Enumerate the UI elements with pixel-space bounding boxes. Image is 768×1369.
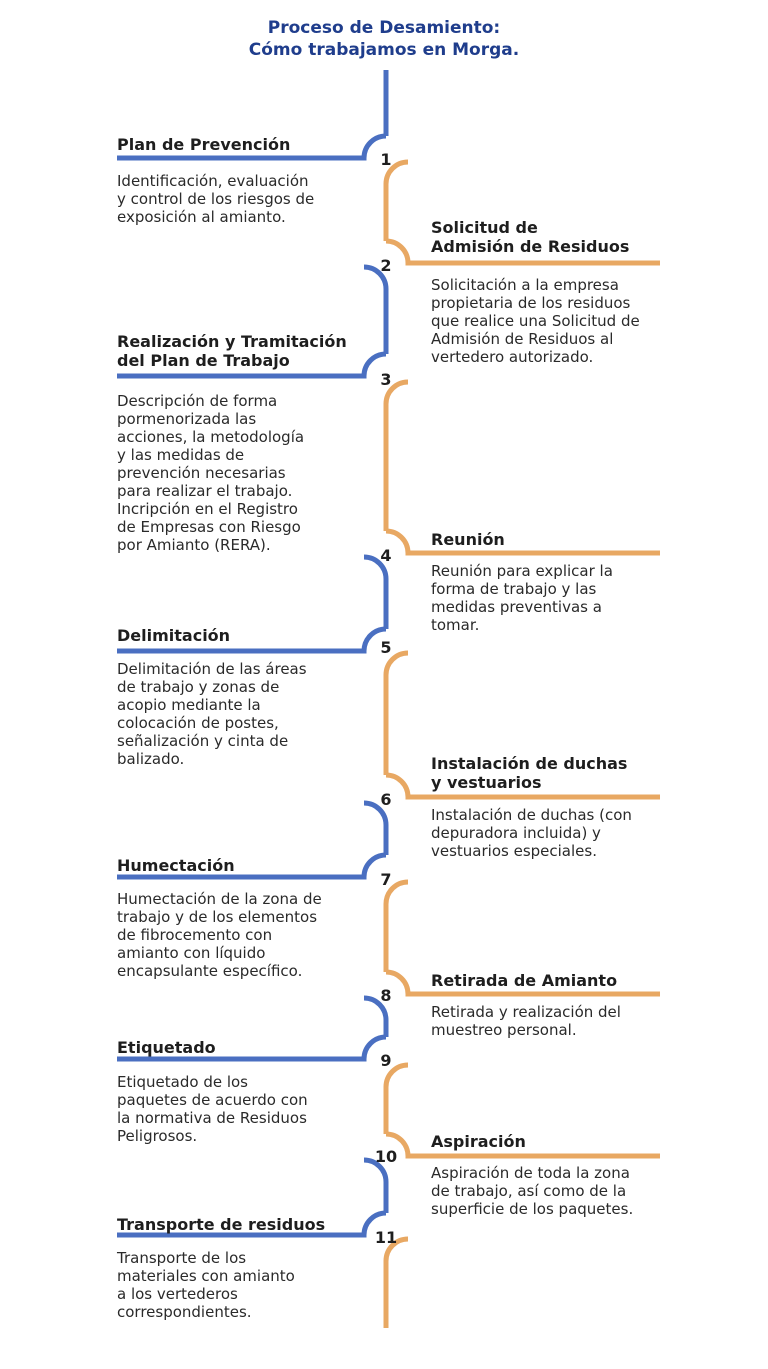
step-11-number: 11 (374, 1228, 398, 1247)
step-11-description: Transporte de los materiales con amianto… (117, 1249, 295, 1321)
step-9-heading: Etiquetado (117, 1038, 216, 1057)
step-4-description: Reunión para explicar la forma de trabaj… (431, 562, 613, 634)
step-2-lower-arc (363, 264, 389, 290)
step-2-description: Solicitación a la empresa propietaria de… (431, 276, 640, 366)
step-7-upper-arc (117, 852, 387, 880)
step-5-number: 5 (380, 638, 392, 657)
step-1-description: Identificación, evaluación y control de … (117, 172, 315, 226)
title-line-1: Proceso de Desamiento: (267, 18, 501, 38)
step-1-heading: Plan de Prevención (117, 135, 291, 154)
step-9-lower-arc (383, 1062, 409, 1088)
step-3-number: 3 (380, 370, 392, 389)
step-6-description: Instalación de duchas (con depuradora in… (431, 806, 632, 860)
step-3-description: Descripción de forma pormenorizada las a… (117, 392, 305, 554)
step-7-lower-arc (383, 879, 409, 905)
step-8-upper-arc (385, 969, 660, 997)
step-4-heading: Reunión (431, 530, 505, 549)
title-line-2: Cómo trabajamos en Morga. (248, 40, 520, 60)
step-1-lower-arc (383, 159, 409, 185)
step-6-number: 6 (380, 790, 392, 809)
step-2-number: 2 (380, 256, 392, 275)
step-10-upper-arc (385, 1131, 660, 1159)
step-4-upper-arc (385, 528, 660, 556)
step-9-number: 9 (380, 1051, 392, 1070)
step-5-heading: Delimitación (117, 626, 231, 645)
step-10-number: 10 (374, 1147, 398, 1166)
step-3-lower-arc (383, 379, 409, 405)
step-8-heading: Retirada de Amianto (431, 971, 618, 990)
step-7-number: 7 (380, 870, 392, 889)
step-10-description: Aspiración de toda la zona de trabajo, a… (431, 1164, 634, 1218)
step-7-heading: Humectación (117, 856, 235, 875)
step-3-upper-arc (117, 351, 387, 379)
step-5-lower-arc (383, 650, 409, 676)
step-9-upper-arc (117, 1034, 387, 1062)
step-5-description: Delimitación de las áreas de trabajo y z… (117, 660, 307, 768)
step-2-heading: Solicitud de Admisión de Residuos (431, 218, 630, 256)
step-9-description: Etiquetado de los paquetes de acuerdo co… (117, 1073, 308, 1145)
step-6-lower-arc (363, 800, 389, 826)
step-8-number: 8 (380, 986, 392, 1005)
step-2-upper-arc (385, 238, 660, 266)
step-1-upper-arc (117, 133, 387, 161)
step-5-upper-arc (117, 626, 387, 654)
step-6-heading: Instalación de duchas y vestuarios (431, 754, 628, 792)
step-11-lower-arc (383, 1236, 409, 1262)
step-10-lower-arc (363, 1157, 389, 1183)
step-1-number: 1 (380, 150, 392, 169)
step-8-description: Retirada y realización del muestreo pers… (431, 1003, 621, 1039)
diagram-title: Proceso de Desamiento: Cómo trabajamos e… (0, 17, 768, 61)
step-7-description: Humectación de la zona de trabajo y de l… (117, 890, 322, 980)
step-11-heading: Transporte de residuos (117, 1215, 326, 1234)
step-8-lower-arc (363, 995, 389, 1021)
step-6-upper-arc (385, 772, 660, 800)
step-11-upper-arc (117, 1210, 387, 1238)
step-3-heading: Realización y Tramitación del Plan de Tr… (117, 332, 347, 370)
step-4-lower-arc (363, 554, 389, 580)
step-4-number: 4 (380, 546, 392, 565)
step-10-heading: Aspiración (431, 1132, 526, 1151)
